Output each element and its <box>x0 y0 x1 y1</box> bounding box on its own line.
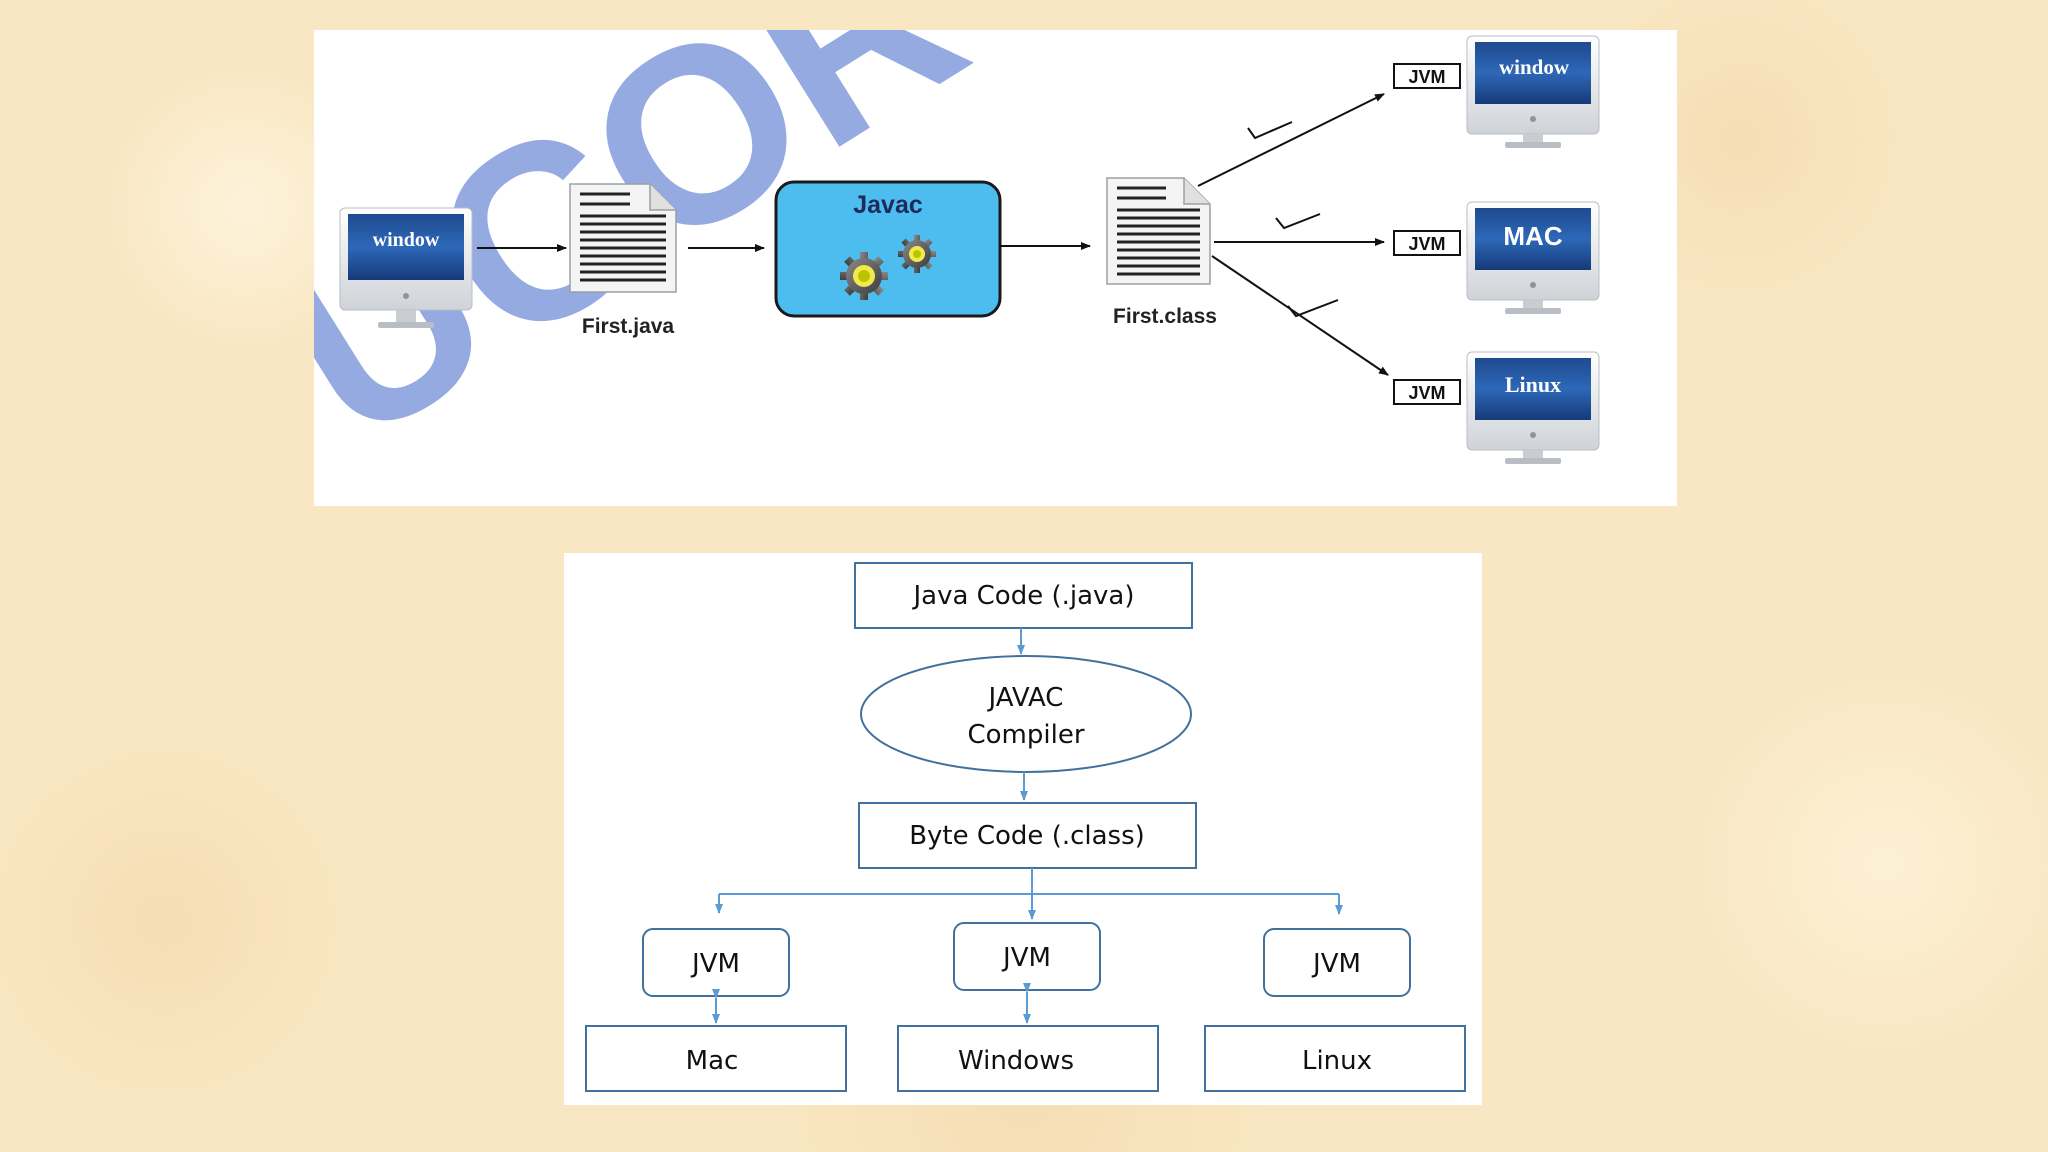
byte-code-label: Byte Code (.class) <box>909 821 1145 851</box>
check-icon <box>1275 213 1321 230</box>
byte-code-box <box>858 802 1197 869</box>
jvm-label: JVM <box>690 949 740 979</box>
class-file-icon <box>1106 177 1211 285</box>
source-monitor-icon <box>339 207 473 328</box>
jvm-label: JVM <box>1408 383 1445 403</box>
jvm-box-mac <box>1393 230 1461 256</box>
javac-box <box>774 180 1002 318</box>
os-label: Windows <box>958 1046 1074 1076</box>
linux-monitor-icon <box>1466 351 1600 464</box>
jvm-box-linux <box>1263 928 1411 997</box>
linux-monitor-label: Linux <box>1505 372 1561 397</box>
java-code-label: Java Code (.java) <box>911 581 1134 611</box>
windows-monitor-icon <box>1466 35 1600 148</box>
branch-connector <box>715 868 1343 920</box>
os-label: Mac <box>686 1046 739 1076</box>
jvm-label: JVM <box>1311 949 1361 979</box>
compiler-label-line1: JAVAC <box>987 683 1064 713</box>
jvm-label: JVM <box>1408 67 1445 87</box>
mac-monitor-icon <box>1466 201 1600 314</box>
jvm-box-windows <box>1393 63 1461 89</box>
mac-monitor-label: MAC <box>1503 221 1562 251</box>
java-file-label: First.java <box>582 315 675 338</box>
jvm-label: JVM <box>1001 943 1051 973</box>
javac-compiler-ellipse <box>860 655 1192 773</box>
check-icon <box>1247 121 1293 140</box>
check-icon <box>1287 299 1339 318</box>
java-code-box <box>854 562 1193 629</box>
bidirectional-arrow <box>712 983 1031 1024</box>
gear-icon <box>840 235 936 300</box>
source-monitor-label: window <box>373 229 440 251</box>
os-box-linux <box>1204 1025 1466 1092</box>
compilation-flowchart-bottom: Java Code (.java) JAVAC Compiler Byte Co… <box>564 553 1482 1105</box>
jvm-label: JVM <box>1408 234 1445 254</box>
javac-label: Javac <box>853 191 923 219</box>
java-file-icon <box>569 183 677 293</box>
arrow-class-to-windows <box>1197 93 1385 187</box>
os-box-windows <box>897 1025 1159 1092</box>
compilation-diagram-top: UCOR A window First.java Javac <box>314 30 1677 506</box>
jvm-box-linux <box>1393 379 1461 405</box>
os-label: Linux <box>1302 1046 1372 1076</box>
compiler-label-line2: Compiler <box>967 720 1084 750</box>
class-file-label: First.class <box>1113 305 1217 328</box>
windows-monitor-label: window <box>1499 55 1570 79</box>
os-box-mac <box>585 1025 847 1092</box>
